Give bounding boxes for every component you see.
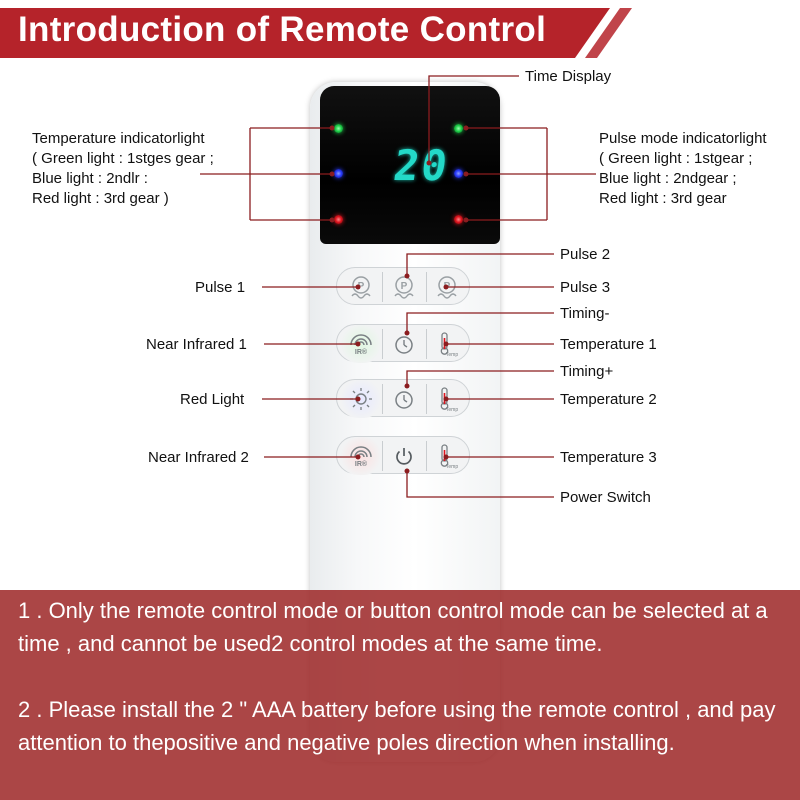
notes-panel: 1 . Only the remote control mode or butt…	[0, 590, 800, 800]
near-infrared-2-label: Near Infrared 2	[148, 449, 249, 466]
temperature-2-label: Temperature 2	[560, 391, 657, 408]
pulse-1-label: Pulse 1	[195, 279, 246, 296]
near-infrared-2-button-row: IR® Temp	[336, 436, 470, 475]
svg-text:IR®: IR®	[355, 460, 368, 468]
title-banner-shape	[0, 8, 632, 58]
timer-clock-icon	[395, 336, 413, 354]
near-infrared-2-button[interactable]: IR®	[339, 437, 383, 475]
pulse-1-button[interactable]: P	[339, 268, 383, 306]
svg-text:Temp: Temp	[446, 407, 458, 413]
pulse-2-label: Pulse 2	[560, 246, 611, 263]
timing-plus-button[interactable]	[382, 380, 426, 418]
temperature-indicator-line: Temperature indicatorlight	[32, 130, 205, 147]
svg-text:IR®: IR®	[355, 348, 368, 356]
temperature-led-green	[334, 124, 343, 133]
title-banner: Introduction of Remote Control	[0, 0, 800, 62]
time-display-label: Time Display	[525, 68, 612, 85]
temperature-1-label: Temperature 1	[560, 336, 657, 353]
pulse-led-blue	[454, 169, 463, 178]
temperature-indicator-line: Red light : 3rd gear )	[32, 190, 169, 207]
note-item: 1 . Only the remote control mode or butt…	[18, 598, 768, 656]
timer-clock-icon	[395, 391, 413, 409]
remote-display-screen	[320, 86, 500, 244]
power-icon	[396, 448, 412, 465]
temperature-led-red	[334, 215, 343, 224]
pulse-p-wave-icon: P	[351, 276, 371, 299]
near-infrared-1-label: Near Infrared 1	[146, 336, 247, 353]
power-switch-label: Power Switch	[560, 489, 651, 506]
svg-text:Temp: Temp	[446, 464, 458, 470]
timing-plus-label: Timing+	[560, 363, 614, 380]
svg-text:P: P	[401, 281, 408, 292]
temperature-indicator-line: ( Green light : 1stges gear ;	[32, 150, 214, 167]
pulse-led-red	[454, 215, 463, 224]
red-light-button[interactable]	[339, 380, 383, 418]
pulse-indicator-line: ( Green light : 1stgear ;	[599, 150, 753, 167]
pulse-p-wave-icon: P	[394, 276, 414, 299]
timing-minus-label: Timing-	[560, 305, 610, 322]
pulse-3-label: Pulse 3	[560, 279, 611, 296]
power-switch-button[interactable]	[382, 437, 426, 475]
red-light-label: Red Light	[180, 391, 245, 408]
page-title: Introduction of Remote Control	[18, 10, 547, 49]
pulse-2-button[interactable]: P	[382, 268, 426, 306]
temperature-led-blue	[334, 169, 343, 178]
svg-text:Temp: Temp	[446, 352, 458, 358]
svg-text:P: P	[358, 281, 365, 292]
pulse-indicator-line: Pulse mode indicatorlight	[599, 130, 767, 147]
temperature-3-label: Temperature 3	[560, 449, 657, 466]
pulse-indicator-line: Blue light : 2ndgear ;	[599, 170, 737, 187]
note-item: 2 . Please install the 2 " AAA battery b…	[18, 697, 776, 755]
pulse-led-green	[454, 124, 463, 133]
pulse-indicator-line: Red light : 3rd gear	[599, 190, 727, 207]
timing-minus-button[interactable]	[382, 325, 426, 363]
temperature-indicator-line: Blue light : 2ndlr :	[32, 170, 148, 187]
